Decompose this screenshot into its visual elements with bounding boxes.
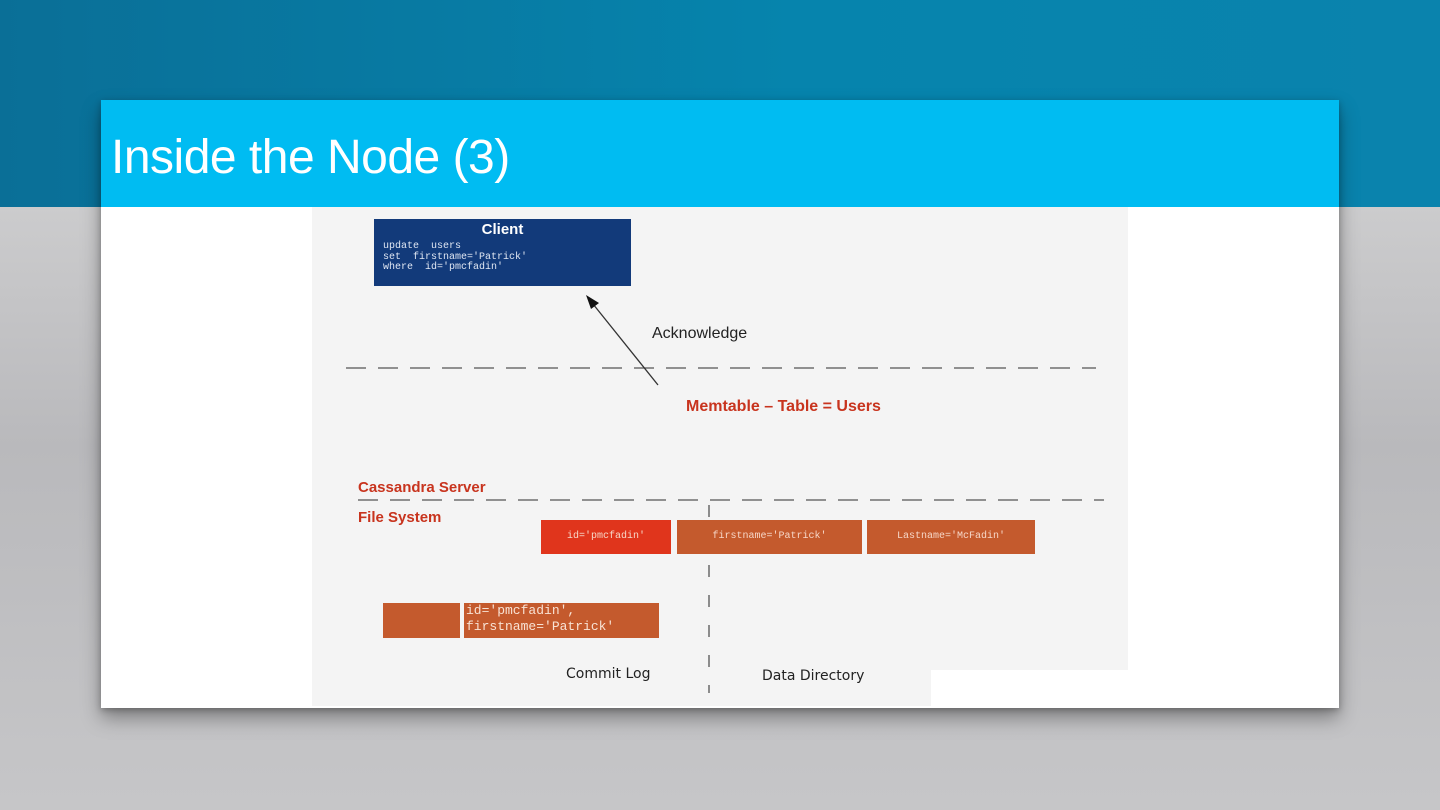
client-box: Client update users set firstname='Patri… xyxy=(374,219,631,286)
cassandra-server-label: Cassandra Server xyxy=(358,479,486,496)
slide-card: Inside the Node (3) Client update users … xyxy=(101,100,1339,708)
commit-log-block xyxy=(383,603,460,638)
client-title: Client xyxy=(481,221,524,238)
acknowledge-label: Acknowledge xyxy=(652,325,748,342)
data-directory-label: Data Directory xyxy=(762,668,865,684)
acknowledge-arrow-head xyxy=(586,295,599,309)
memtable-title: Memtable – Table = Users xyxy=(686,398,881,415)
cassandra-write-path-diagram: Client update users set firstname='Patri… xyxy=(312,207,1131,708)
title-bar: Inside the Node (3) xyxy=(101,100,1339,207)
memtable-cell-lastname: Lastname='McFadin' xyxy=(867,520,1035,554)
diagram-edge-strip xyxy=(931,670,1131,708)
memtable-cell-firstname: firstname='Patrick' xyxy=(677,520,862,554)
commit-log-entry: id='pmcfadin', firstname='Patrick' xyxy=(464,603,659,638)
memtable-cell-id: id='pmcfadin' xyxy=(541,520,671,554)
file-system-label: File System xyxy=(358,509,442,526)
client-query-code: update users set firstname='Patrick' whe… xyxy=(383,241,528,273)
acknowledge-arrow-line xyxy=(592,303,659,386)
commit-log-label: Commit Log xyxy=(566,666,651,682)
slide-title: Inside the Node (3) xyxy=(111,131,510,184)
